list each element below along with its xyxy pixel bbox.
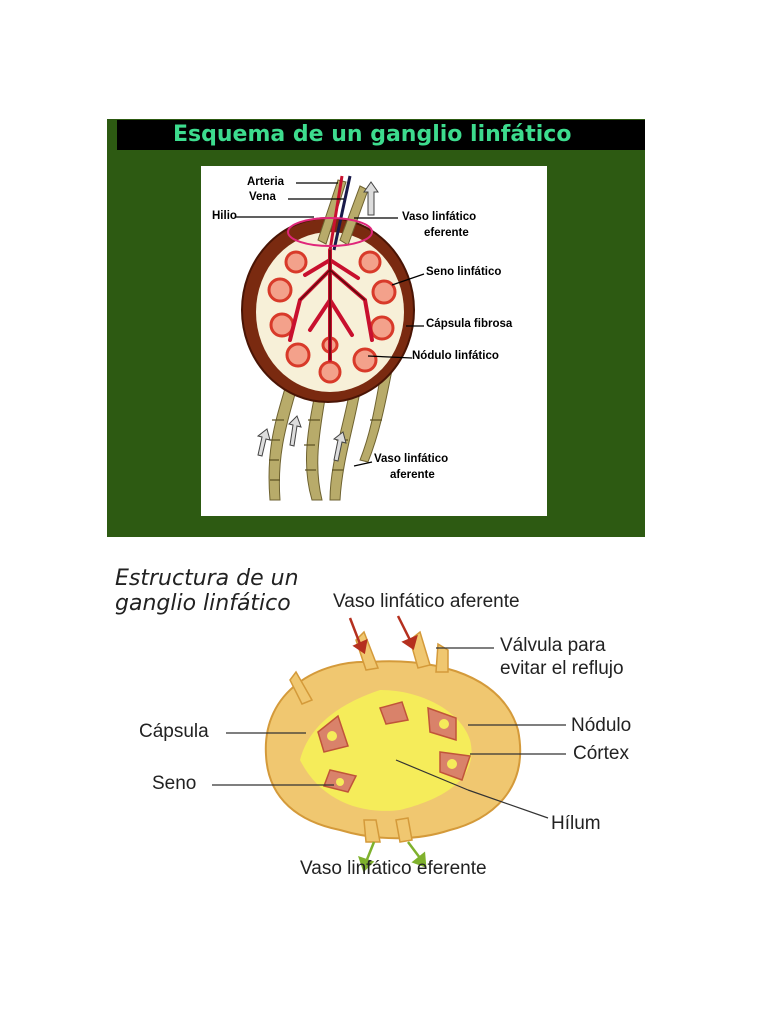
label-hilio: Hilio bbox=[212, 210, 237, 222]
arrows-in bbox=[348, 615, 418, 655]
label-arteria: Arteria bbox=[247, 176, 285, 188]
medulla-dark bbox=[299, 250, 366, 360]
vessel-segments bbox=[269, 419, 382, 481]
label-hilum: Hílum bbox=[551, 813, 601, 834]
label-vaso-aferente-1: Vaso linfático bbox=[374, 453, 449, 465]
label-valvula-2: evitar el reflujo bbox=[500, 658, 624, 679]
leader-lines-1 bbox=[235, 182, 425, 467]
label-nodulo: Nódulo bbox=[571, 715, 632, 736]
label-capsula-fibrosa: Cápsula fibrosa bbox=[426, 318, 513, 330]
diagram2-title-line2: ganglio linfático bbox=[115, 591, 291, 616]
nodule-cores bbox=[327, 719, 457, 786]
nodules bbox=[267, 250, 397, 384]
label-vaso-eferente-1: Vaso linfático bbox=[402, 211, 477, 223]
label-seno: Seno bbox=[152, 773, 197, 794]
label-cortex: Córtex bbox=[573, 743, 629, 764]
label-vaso-aferente-2: aferente bbox=[390, 469, 435, 481]
efferent-vessels-2 bbox=[363, 817, 413, 843]
flow-arrows bbox=[256, 181, 379, 462]
label-valvula-1: Válvula para bbox=[500, 635, 606, 656]
label-vena: Vena bbox=[249, 191, 276, 203]
diagram2-title: Estructura de un ganglio linfático bbox=[115, 566, 299, 616]
label-vaso-aferente: Vaso linfático aferente bbox=[333, 591, 520, 612]
diagram1-title: Esquema de un ganglio linfático bbox=[117, 120, 645, 150]
label-vaso-eferente: Vaso linfático eferente bbox=[300, 858, 487, 879]
label-vaso-eferente-2: eferente bbox=[424, 227, 469, 239]
label-capsula: Cápsula bbox=[139, 721, 209, 742]
artery-vein bbox=[328, 175, 352, 251]
label-nodulo-linfatico: Nódulo linfático bbox=[412, 350, 499, 362]
diagram2-title-line1: Estructura de un bbox=[115, 566, 299, 591]
arrows-out bbox=[358, 841, 427, 873]
label-seno-linfatico: Seno linfático bbox=[426, 266, 502, 278]
leader-lines-2 bbox=[212, 647, 566, 819]
hilum-highlight bbox=[287, 217, 373, 247]
